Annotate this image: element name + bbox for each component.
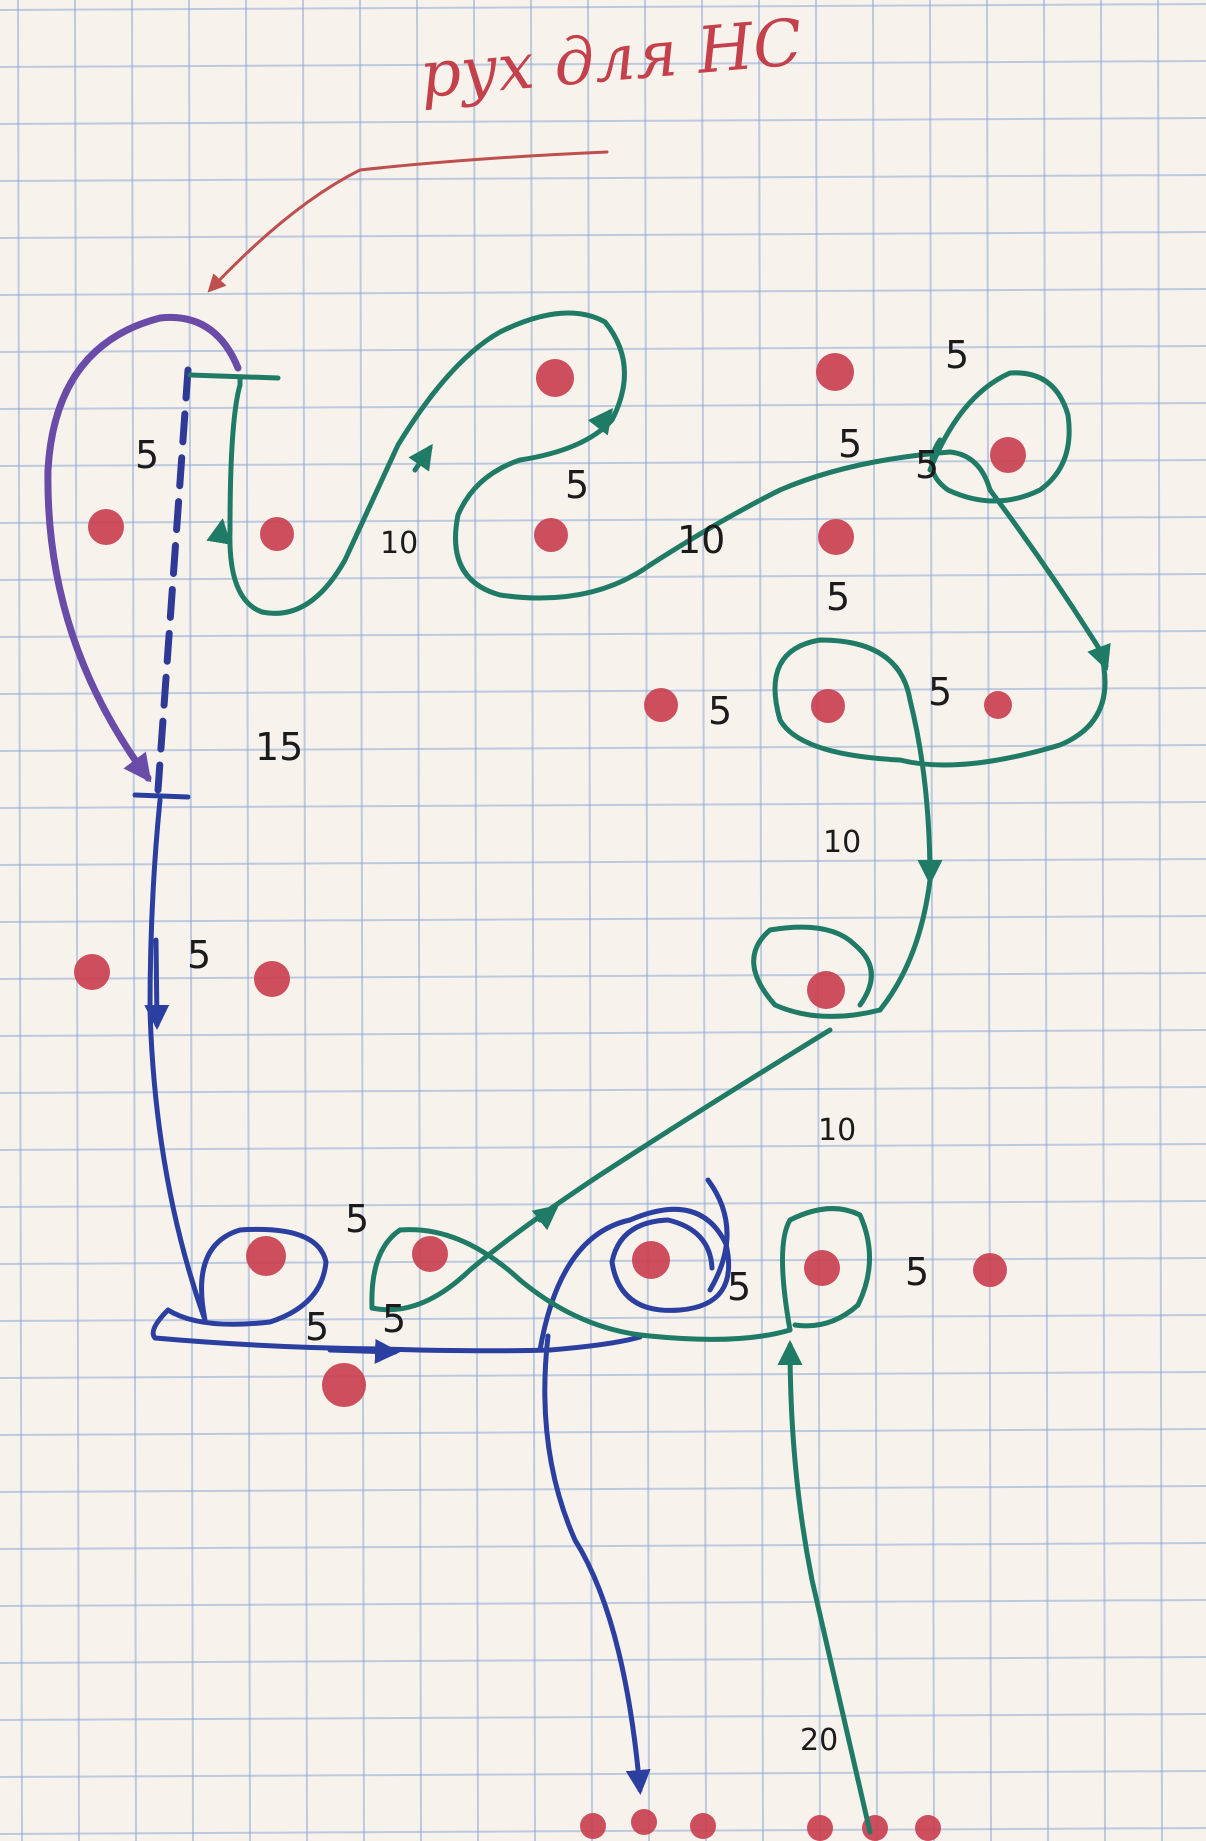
- count-label: 5: [905, 1250, 929, 1294]
- count-label: 5: [928, 670, 952, 714]
- count-label: 5: [945, 333, 969, 377]
- count-label: 5: [915, 443, 939, 487]
- count-label: 15: [255, 725, 303, 769]
- count-label: 5: [345, 1197, 369, 1241]
- position-dot: [536, 359, 574, 397]
- position-dot: [644, 688, 678, 722]
- count-label: 5: [708, 689, 732, 733]
- blue-path-arrow-right: [330, 1350, 395, 1352]
- count-label: 5: [135, 433, 159, 477]
- count-label: 5: [382, 1297, 406, 1341]
- count-label: 10: [823, 825, 861, 860]
- position-dot: [811, 689, 845, 723]
- position-dot: [74, 954, 110, 990]
- count-label: 10: [677, 518, 725, 562]
- position-dot: [807, 1815, 833, 1841]
- count-label: 10: [380, 526, 418, 561]
- count-label: 5: [187, 933, 211, 977]
- position-dot: [973, 1253, 1007, 1287]
- position-dot: [816, 353, 854, 391]
- position-dot: [534, 518, 568, 552]
- count-label: 5: [305, 1305, 329, 1349]
- position-dot: [818, 519, 854, 555]
- position-dot: [254, 961, 290, 997]
- position-dot: [984, 691, 1012, 719]
- blue-path-arrow-down: [156, 940, 157, 1025]
- position-dot: [807, 971, 845, 1009]
- bar-marker-bottom: [135, 795, 188, 797]
- position-dot: [322, 1363, 366, 1407]
- position-dot: [632, 1241, 670, 1279]
- position-dot: [88, 509, 124, 545]
- count-label: 5: [565, 463, 589, 507]
- count-label: 5: [838, 422, 862, 466]
- count-label: 5: [826, 575, 850, 619]
- count-label: 5: [727, 1265, 751, 1309]
- position-dot: [246, 1236, 286, 1276]
- position-dot: [580, 1813, 606, 1839]
- count-label: 20: [800, 1723, 838, 1758]
- position-dot: [631, 1809, 657, 1835]
- position-dot: [915, 1815, 941, 1841]
- position-dot: [990, 437, 1026, 473]
- position-dot: [804, 1250, 840, 1286]
- position-dot: [690, 1813, 716, 1839]
- green-path-arrow-a: [220, 523, 222, 535]
- position-dot: [412, 1236, 448, 1272]
- position-dot: [260, 517, 294, 551]
- count-label: 10: [818, 1113, 856, 1148]
